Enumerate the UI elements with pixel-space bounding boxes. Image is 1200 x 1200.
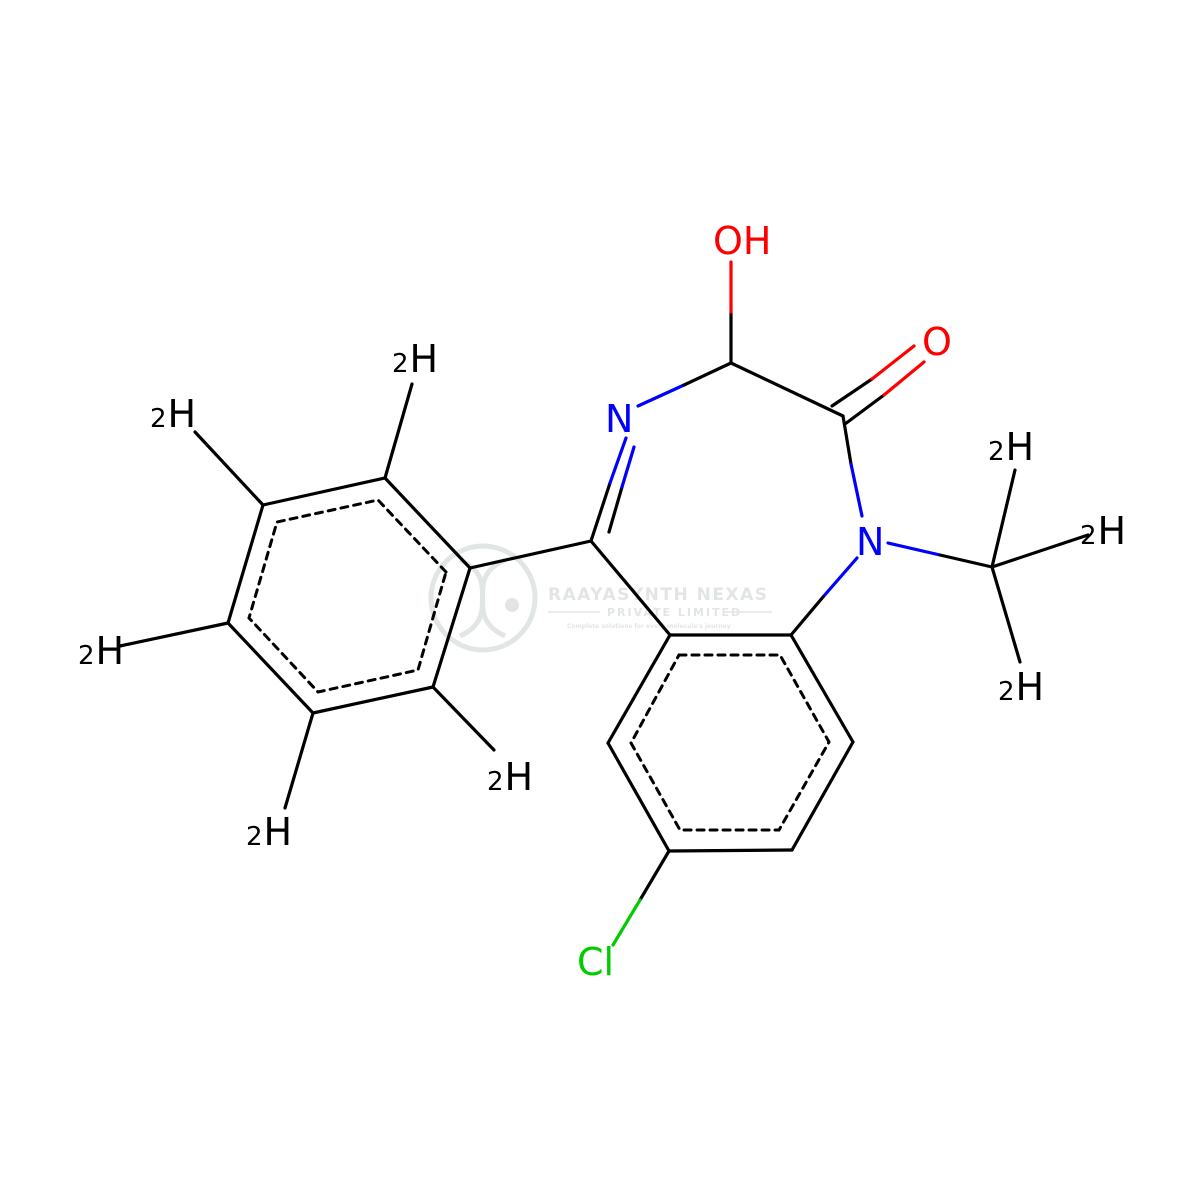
- bond-n1-c9a-b: [789, 595, 825, 637]
- bond-c2-o-b2: [882, 360, 926, 397]
- atom-n-amide: N: [856, 520, 884, 564]
- atom-o-carbonyl: O: [922, 320, 952, 364]
- bond-ph-c5: [468, 539, 593, 570]
- atom-d-phenyl-upper-left: 2H: [150, 392, 196, 436]
- bond-n1-cd3-a: [886, 541, 942, 557]
- watermark-dna-icon: [458, 557, 507, 639]
- benzene-aromatic-ring: [629, 653, 831, 832]
- watermark: RAAYASYNTH NEXAS PRIVATE LIMITED Complet…: [428, 543, 772, 653]
- bond-ph-1: [383, 476, 472, 570]
- bond-ph-d2: [193, 430, 265, 507]
- bond-bz-5: [606, 741, 671, 853]
- bond-c2-n1-a: [841, 414, 853, 466]
- bond-n1-c9a-a: [821, 556, 859, 599]
- atom-d-methyl-bottom: 2H: [998, 665, 1044, 709]
- watermark-subtitle: PRIVATE LIMITED: [607, 606, 742, 619]
- bond-ph-d5: [431, 685, 496, 752]
- bond-n1-cd3-b: [938, 553, 994, 569]
- atom-d-methyl-right: 2H: [1080, 509, 1126, 553]
- bond-bz-4: [667, 848, 794, 853]
- bond-c7-cl-a: [638, 849, 671, 902]
- atom-labels: OH O N N Cl 2H 2H 2H 2H 2H 2H 2H 2H: [78, 219, 1126, 984]
- watermark-company: RAAYASYNTH NEXAS: [548, 585, 769, 605]
- bond-ph-d1: [383, 382, 414, 480]
- atom-n-imine: N: [605, 397, 633, 441]
- atom-oh: OH: [713, 219, 771, 263]
- bond-bz-2: [789, 633, 855, 744]
- bond-n4-c3-b: [682, 361, 733, 387]
- atom-d-phenyl-top: 2H: [392, 337, 438, 381]
- bond-bz-6: [606, 633, 672, 745]
- phenyl-aromatic-ring: [247, 498, 448, 694]
- bonds: [118, 260, 1090, 947]
- bond-cd3-d2: [990, 533, 1090, 569]
- bond-c2-n1-b: [849, 462, 864, 518]
- atom-d-phenyl-lower-right: 2H: [487, 755, 533, 799]
- bond-bz-3: [790, 740, 855, 852]
- bond-c5-n4-a: [589, 481, 612, 543]
- bond-c2-o-b1: [843, 393, 886, 426]
- bond-n4-c3-a: [636, 383, 686, 408]
- bond-c5-n4-a2: [608, 436, 628, 485]
- bond-c2-o-a1: [830, 377, 874, 408]
- bond-c7-cl-b: [611, 898, 642, 947]
- atom-d-methyl-top: 2H: [988, 425, 1034, 469]
- bond-c5-c5a: [589, 539, 672, 637]
- bond-c2-o-a2: [870, 344, 916, 381]
- bond-ph-6: [431, 566, 472, 689]
- atom-d-phenyl-bottom: 2H: [246, 810, 292, 854]
- bond-cd3-d3: [990, 565, 1022, 664]
- atom-d-phenyl-left: 2H: [78, 629, 124, 673]
- bond-ph-2: [261, 476, 387, 507]
- bond-ph-5: [311, 685, 435, 715]
- bond-ph-d3: [118, 621, 230, 648]
- bond-ph-d4: [283, 711, 315, 810]
- watermark-logo-circle: [428, 543, 538, 653]
- bond-c5-n4-b2: [620, 445, 636, 489]
- atom-cl: Cl: [577, 940, 614, 984]
- bond-cd3-d1: [990, 468, 1017, 569]
- bond-ph-4: [226, 621, 315, 715]
- bond-c5-n4-b: [607, 485, 624, 534]
- bond-c3-c2: [729, 361, 845, 418]
- bond-ph-3: [226, 503, 265, 625]
- watermark-tagline: Complete solutions for every molecule's …: [567, 623, 731, 630]
